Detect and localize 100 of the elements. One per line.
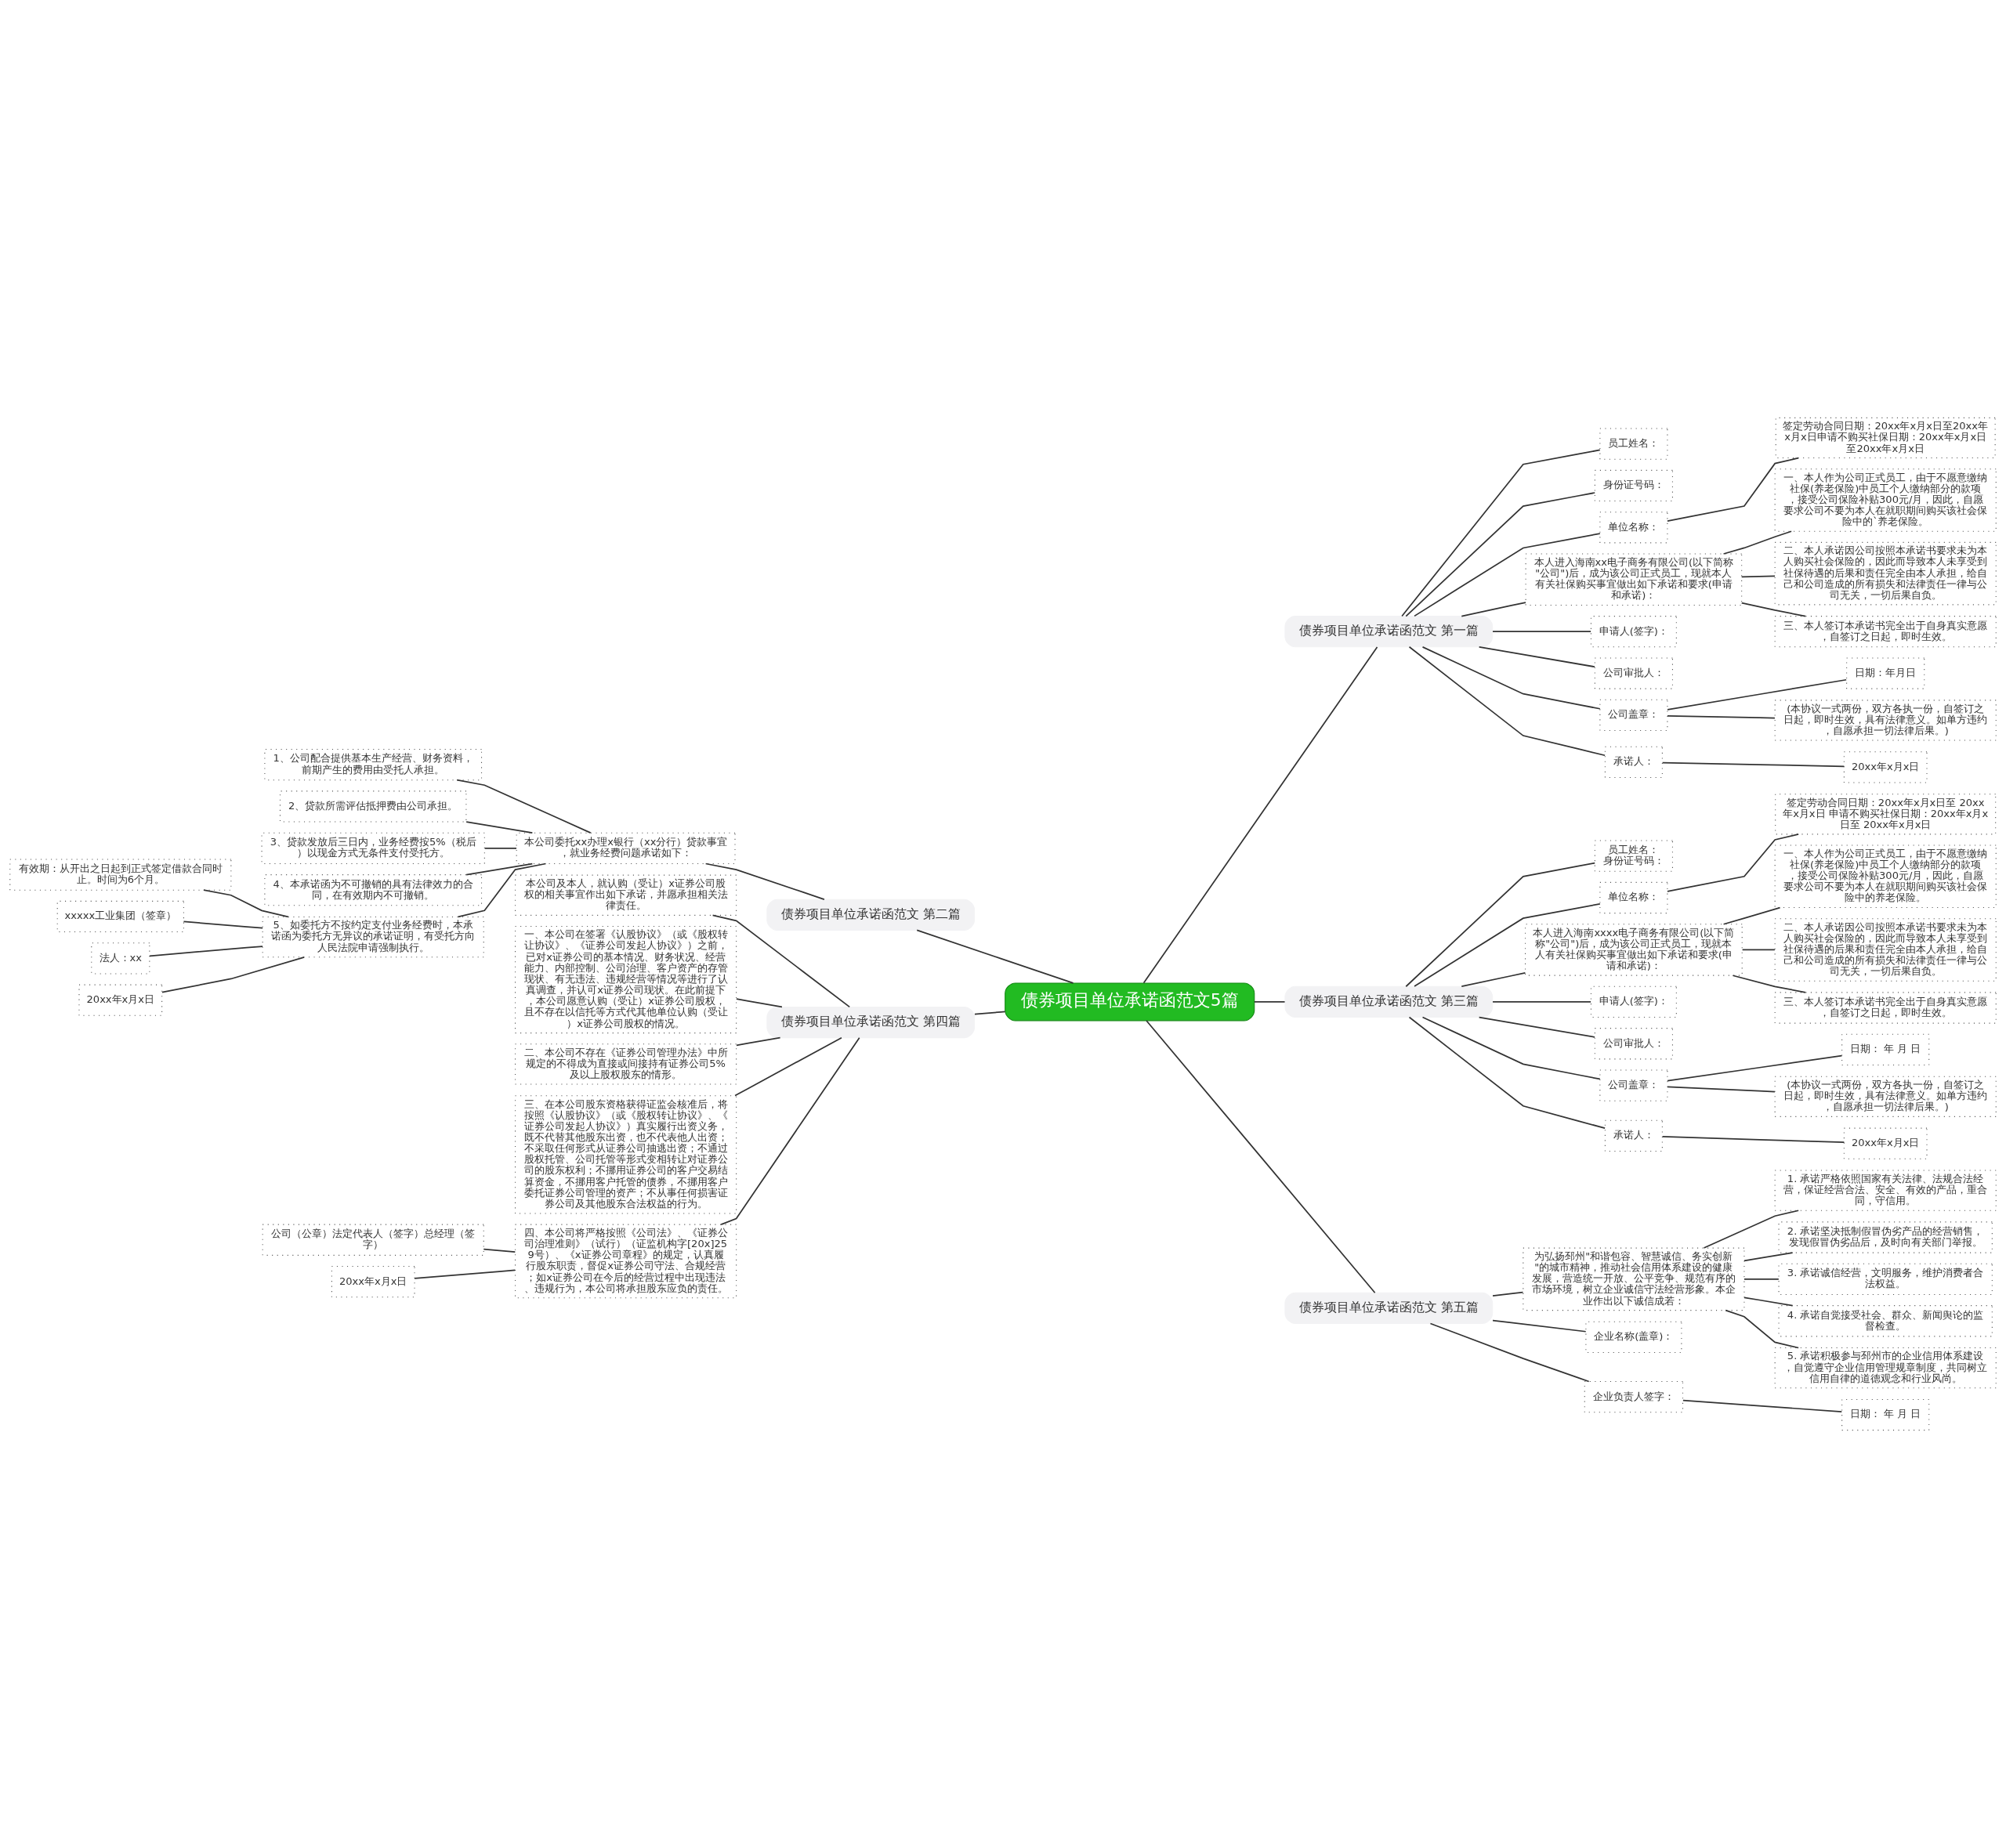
connector — [1725, 1309, 1800, 1349]
connector — [1667, 457, 1800, 522]
node-box: 申请人(签字)： — [1590, 985, 1677, 1018]
node-box: 二、本人承诺因公司按照本承诺书要求未为本人购买社会保险的，因此而导致本人未享受到社保待遇的后果和责任完全由本人承担，给自己和公司造成的所有损失和法律责任一律与公司无关，一切后果自负。 — [1774, 918, 1997, 982]
node-box: 公司盖章： — [1599, 699, 1668, 732]
connector — [1461, 602, 1526, 617]
node-box: 本公司及本人，就认购（受让）x证券公司股权的相关事宜作出如下承诺，并愿承担相关法律责任。 — [515, 874, 737, 916]
connector — [1703, 1210, 1800, 1249]
connector — [1740, 602, 1806, 617]
node-box: 20xx年x月x日 — [331, 1265, 415, 1298]
node-box: 1. 承诺严格依照国家有关法律、法规合法经营，保证经营合法、安全、有效的产品，重合同，守信用。 — [1774, 1170, 1997, 1211]
connector — [1408, 646, 1606, 757]
connector — [465, 821, 534, 834]
connector — [1253, 1001, 1286, 1003]
connector — [1722, 530, 1792, 555]
node-box: 3. 承诺诚信经营，文明服务，维护消费者合法权益。 — [1778, 1263, 1993, 1295]
connector — [736, 998, 783, 1008]
node-box: 公司审批人： — [1594, 657, 1673, 689]
node-box: 公司盖章： — [1599, 1069, 1668, 1101]
node-box: 员工姓名： — [1599, 428, 1668, 460]
node-box: 债券项目单位承诺函范文 第一篇 — [1284, 616, 1494, 648]
connector — [1478, 646, 1595, 668]
connector — [712, 914, 851, 1008]
node-box: 20xx年x月x日 — [1843, 751, 1928, 783]
connector — [1421, 1016, 1601, 1080]
connector — [1401, 449, 1601, 617]
node-box: 单位名称： — [1599, 512, 1668, 544]
node-box: 债券项目单位承诺函范文 第二篇 — [766, 899, 976, 931]
node-box: 签定劳动合同日期：20xx年x月x日至 20xx年x月x日 申请不购买社保日期：20xx年x月x日至 20xx年x月x日 — [1775, 794, 1997, 835]
connector — [1146, 1020, 1376, 1294]
connector — [1743, 1296, 1794, 1307]
node-box: 签定劳动合同日期：20xx年x月x日至20xx年x月x日申请不购买社保日期：20xx年x月x日至20xx年x月x日 — [1775, 417, 1996, 459]
node-box: 三、在本公司股东资格获得证监会核准后，将按照《认股协议》（或《股权转让协议》、《证券公司发起人协议》）真实履行出资义务，既不代替其他股东出资，也不代表他人出资；不采取任何形式从证券公司抽逃出资；不通过股权托管、公司托管等形式变相转让对证券公司的股东权利；不挪用证券公司的客户交易结算资金，不挪用客户托管的债券，不挪用客户委托证券公司管理的资产；不从事任何损害证券公司及其他股东合法权益的行为。 — [515, 1095, 737, 1214]
node-box: 法人：xx — [91, 942, 150, 975]
node-box: 本人进入海南xxxx电子商务有限公司(以下简称"公司")后，成为该公司正式员工，现就本人有关社保购买事宜做出如下承诺和要求(申请和承诺)： — [1525, 924, 1743, 976]
node-box: 1、公司配合提供基本生产经营、财务资料，前期产生的费用由受托人承担。 — [264, 748, 483, 781]
connector — [974, 1011, 1006, 1015]
connector — [161, 957, 305, 993]
connector — [203, 889, 289, 918]
node-box: 本人进入海南xx电子商务有限公司(以下简称"公司")后，成为该公司正式员工，现就本人有关社保购买事宜做出如下承诺和要求(申请和承诺)： — [1525, 553, 1743, 606]
connector — [1492, 631, 1591, 633]
node-box: 4. 承诺自觉接受社会、群众、新闻舆论的监督检查。 — [1778, 1305, 1993, 1337]
node-box: 债券项目单位承诺函范文5篇 — [1005, 982, 1255, 1022]
connector — [1667, 1054, 1843, 1082]
node-box: 20xx年x月x日 — [78, 984, 163, 1016]
connector — [1722, 906, 1781, 925]
connector — [736, 1036, 781, 1047]
connector — [1429, 1322, 1590, 1383]
node-box: 日期： 年 月 日 — [1841, 1033, 1930, 1066]
connector — [1142, 646, 1378, 984]
connector — [1667, 714, 1776, 719]
node-box: 20xx年x月x日 — [1843, 1127, 1928, 1159]
node-box: 债券项目单位承诺函范文 第三篇 — [1284, 985, 1494, 1018]
connector — [1732, 975, 1806, 993]
node-box: 公司审批人： — [1594, 1028, 1673, 1060]
connector — [1478, 1016, 1595, 1038]
connector — [734, 1036, 842, 1097]
connector — [1414, 903, 1601, 987]
node-box: 三、本人签订本承诺书完全出于自身真实意愿，自签订之日起，即时生效。 — [1774, 616, 1997, 648]
node-box: 债券项目单位承诺函范文 第四篇 — [766, 1006, 976, 1039]
node-box: 身份证号码： — [1594, 469, 1673, 502]
connector — [483, 847, 517, 849]
connector — [1743, 1278, 1780, 1280]
node-box: 一、本人作为公司正式员工，由于不愿意缴纳社保(养老保险)中员工个人缴纳部分的款项，接受公司保险补贴300元/月，因此，自愿要求公司不要为本人在就职期间购买该社会保险中的`养老保险。 — [1774, 468, 1997, 532]
connector — [1492, 1001, 1591, 1003]
connector — [457, 863, 547, 918]
connector — [1408, 1016, 1606, 1130]
connector — [720, 1036, 860, 1225]
connector — [1492, 1319, 1587, 1333]
node-box: 3、贷款发放后三日内，业务经费按5%（税后）以现金方式无条件支付受托方。 — [261, 832, 485, 864]
connector — [1667, 678, 1847, 711]
node-box: 企业负责人签字： — [1584, 1381, 1684, 1413]
connector — [1741, 949, 1776, 951]
node-box: 二、本人承诺因公司按照本承诺书要求未为本人购买社会保险的，因此而导致本人未享受到社保待遇的后果和责任完全由本人承担，给自己和公司造成的所有损失和法律责任一律与公司无关，一切后果自负。 — [1774, 541, 1997, 606]
connector — [414, 1269, 516, 1279]
node-box: 为弘扬邳州"和谐包容、智慧诚信、务实创新"的城市精神，推动社会信用体系建设的健康发展，营造统一开放、公平竞争、规范有序的市场环境，树立企业诚信守法经营形象。本企业作出以下诚信成若： — [1523, 1247, 1745, 1311]
node-box: 二、本公司不存在《证券公司管理办法》中所规定的不得成为直接或间接持有证券公司5%及以上股权股东的情形。 — [515, 1043, 737, 1085]
node-box: 公司（公章）法定代表人（签字）总经理（签字） — [262, 1224, 484, 1256]
connector — [149, 946, 263, 957]
connector — [1421, 646, 1601, 710]
connector — [465, 863, 534, 876]
node-box: 承诺人： — [1604, 1119, 1663, 1152]
connector — [183, 920, 263, 929]
node-box: 5、如委托方不按约定支付业务经费时，本承诺函为委托方无异议的承诺证明，有受托方向人民法院申请强制执行。 — [262, 916, 484, 958]
node-box: (本协议一式两份，双方各执一份，自签订之日起，即时生效，具有法律意义。如单方违约，自愿承担一切法律后果。) — [1774, 700, 1997, 741]
node-box: 2. 承诺坚决抵制假冒伪劣产品的经营销售，发现假冒伪劣品后，及时向有关部门举报。 — [1778, 1221, 1993, 1253]
connector — [483, 1248, 516, 1253]
node-box: 日期：年月日 — [1846, 657, 1925, 689]
connector — [1461, 972, 1526, 988]
node-box: 日期： 年 月 日 — [1841, 1398, 1930, 1431]
node-box: 申请人(签字)： — [1590, 616, 1677, 648]
connector — [1667, 1086, 1776, 1093]
node-box: 承诺人： — [1604, 746, 1663, 778]
node-box: 2、贷款所需评估抵押费由公司承担。 — [279, 790, 467, 823]
connector — [456, 779, 592, 834]
node-box: 4、本承诺函为不可撤销的具有法律效力的合同，在有效期内不可撤销。 — [264, 874, 483, 906]
node-box: 本公司委托xx办理x银行（xx分行）贷款事宜，就业务经费问题承诺如下： — [516, 832, 736, 864]
node-box: 三、本人签订本承诺书完全出于自身真实意愿，自签订之日起，即时生效。 — [1774, 992, 1997, 1024]
node-box: 单位名称： — [1599, 881, 1668, 914]
node-box: 有效期：从开出之日起到正式签定借款合同时止。时间为6个月。 — [9, 859, 232, 891]
